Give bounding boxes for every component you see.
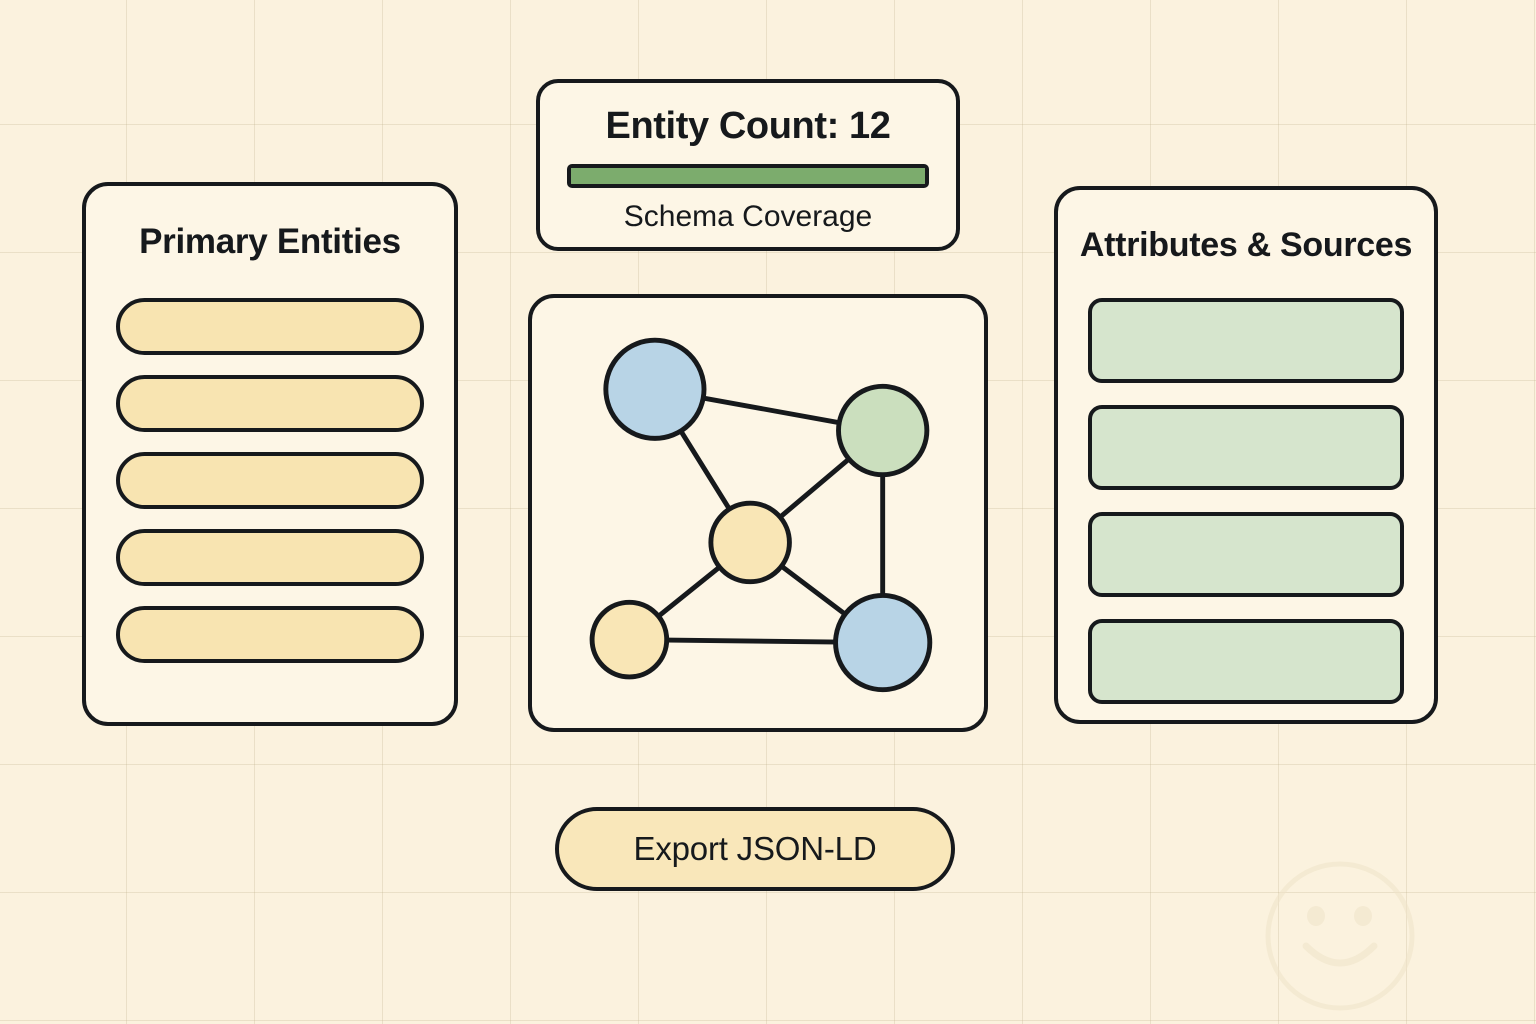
export-json-ld-button[interactable]: Export JSON-LD <box>555 807 955 891</box>
graph-node-yellow-center[interactable] <box>708 500 792 585</box>
primary-entities-panel: Primary Entities <box>82 182 458 726</box>
schema-coverage-progress-fill <box>571 168 925 184</box>
primary-entities-list <box>116 298 424 663</box>
primary-entities-title: Primary Entities <box>139 222 401 261</box>
attributes-sources-title: Attributes & Sources <box>1079 226 1413 264</box>
schema-coverage-label: Schema Coverage <box>623 200 873 233</box>
entity-count-card: Entity Count: 12 Schema Coverage <box>536 79 960 251</box>
list-item[interactable] <box>116 606 424 663</box>
entity-count-title: Entity Count: 12 <box>605 105 891 147</box>
list-item[interactable] <box>1088 298 1404 383</box>
graph-nodes <box>589 337 933 693</box>
graph-node-blue-top-left[interactable] <box>603 337 707 441</box>
list-item[interactable] <box>1088 405 1404 490</box>
graph-node-blue-bottom-right[interactable] <box>833 593 933 693</box>
schema-coverage-progress-bar <box>567 164 929 188</box>
graph-node-yellow-bottom-left[interactable] <box>589 599 670 680</box>
list-item[interactable] <box>116 375 424 432</box>
entity-graph[interactable] <box>532 298 984 728</box>
list-item[interactable] <box>116 298 424 355</box>
attributes-sources-list <box>1088 298 1404 704</box>
list-item[interactable] <box>116 529 424 586</box>
list-item[interactable] <box>1088 619 1404 704</box>
smiley-face-watermark-icon <box>1265 861 1415 1011</box>
list-item[interactable] <box>1088 512 1404 597</box>
entity-graph-card <box>528 294 988 732</box>
attributes-sources-panel: Attributes & Sources <box>1054 186 1438 724</box>
graph-node-green-top-right[interactable] <box>836 383 930 478</box>
list-item[interactable] <box>116 452 424 509</box>
